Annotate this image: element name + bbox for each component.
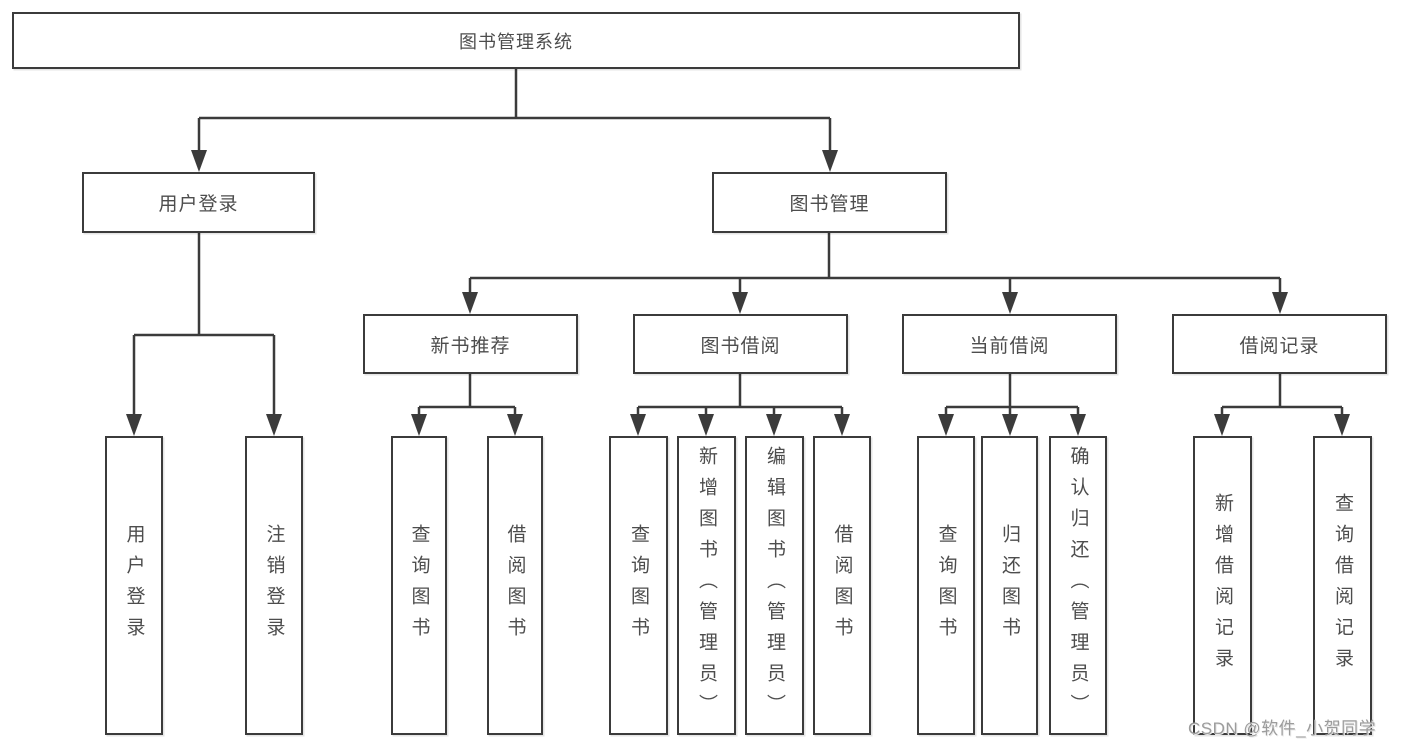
- leaf-current-confirm-return-admin: 确认归还（管理员）: [1049, 436, 1107, 735]
- leaf-recommendation-query-books: 查询图书: [391, 436, 447, 735]
- node-current-borrowing: 当前借阅: [902, 314, 1117, 374]
- leaf-recommendation-borrow-books: 借阅图书: [487, 436, 543, 735]
- node-borrowing-records: 借阅记录: [1172, 314, 1387, 374]
- leaf-records-query-borrow-record: 查询借阅记录: [1313, 436, 1372, 735]
- node-user-login: 用户登录: [82, 172, 315, 233]
- node-root-system: 图书管理系统: [12, 12, 1020, 69]
- leaf-borrowing-add-books-admin: 新增图书（管理员）: [677, 436, 736, 735]
- leaf-current-return-books: 归还图书: [981, 436, 1038, 735]
- leaf-borrowing-borrow-books: 借阅图书: [813, 436, 871, 735]
- node-book-management: 图书管理: [712, 172, 947, 233]
- arrowheads: [126, 150, 1350, 436]
- leaf-logout: 注销登录: [245, 436, 303, 735]
- node-book-borrowing: 图书借阅: [633, 314, 848, 374]
- leaf-borrowing-edit-books-admin: 编辑图书（管理员）: [745, 436, 804, 735]
- leaf-user-login: 用户登录: [105, 436, 163, 735]
- leaf-records-add-borrow-record: 新增借阅记录: [1193, 436, 1252, 735]
- node-new-book-recommendation: 新书推荐: [363, 314, 578, 374]
- leaf-borrowing-query-books: 查询图书: [609, 436, 668, 735]
- csdn-watermark: CSDN @软件_小贺同学: [1188, 719, 1377, 738]
- leaf-current-query-books: 查询图书: [917, 436, 975, 735]
